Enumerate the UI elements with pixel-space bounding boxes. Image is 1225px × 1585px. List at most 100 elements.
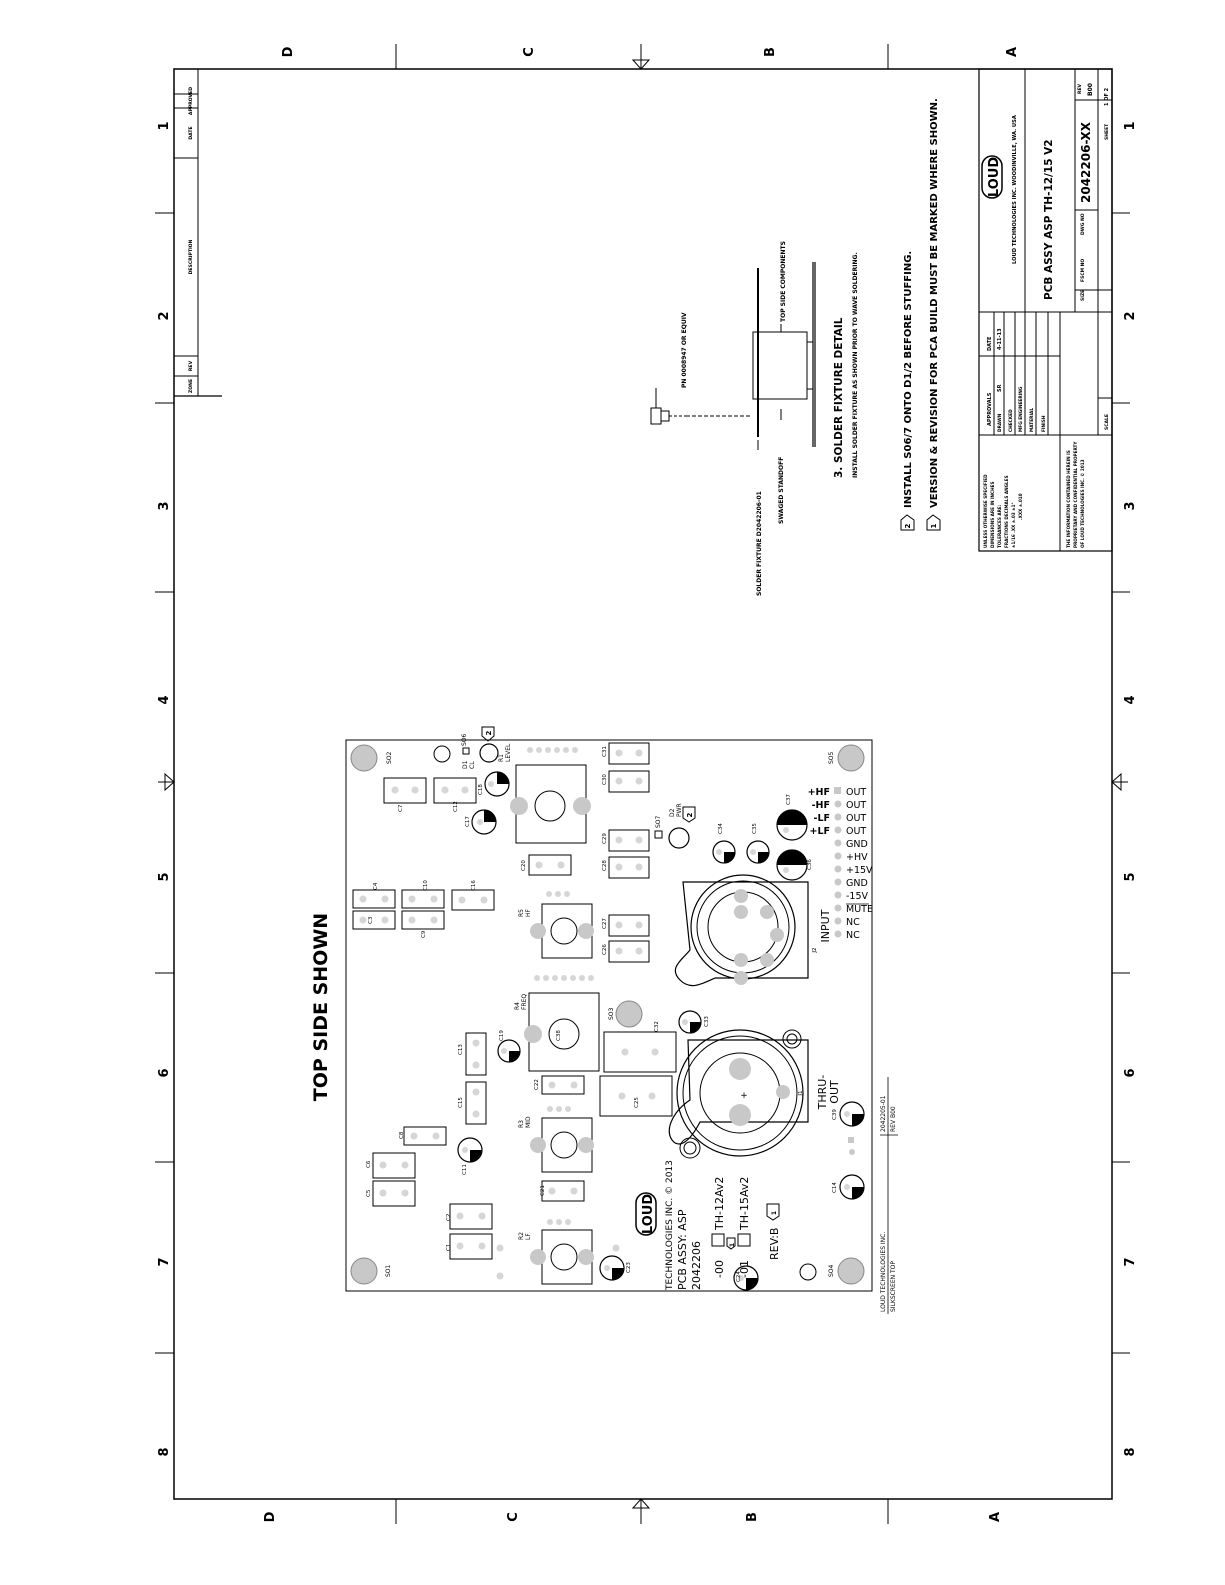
board-logo: LOUD	[635, 1192, 657, 1236]
r1-header-pins	[527, 747, 578, 753]
rev-zone-header: ZONE	[188, 379, 194, 393]
cap-label-c26: C26	[602, 944, 608, 955]
cap-label-c37: C37	[786, 794, 792, 805]
cap-label-c14: C14	[832, 1182, 838, 1193]
note1-marker-rev: 1	[771, 1211, 778, 1215]
pot-r5	[530, 891, 594, 959]
rev-desc-header: DESCRIPTION	[188, 239, 194, 274]
pin-nc-1: NC	[846, 917, 860, 928]
silk-rev: REV B00	[890, 1106, 897, 1132]
silk-top: SILKSCREEN TOP	[890, 1261, 897, 1312]
model-th15: TH-15Av2	[738, 1177, 751, 1231]
fscm-label: FSCM NO	[1080, 259, 1086, 282]
note2-marker-d1: 2	[485, 730, 493, 735]
cap-label-c36: C36	[807, 859, 813, 870]
cap-label-c32: C32	[654, 1021, 660, 1032]
cap-label-c3: C3	[368, 916, 374, 924]
cap-label-c23: C23	[626, 1262, 632, 1273]
fixture-swaged-label: SWAGED STANDOFF	[778, 457, 785, 524]
r4-label: R4	[514, 1002, 521, 1010]
so2-label: SO2	[386, 751, 393, 764]
board-company: TECHNOLOGIES INC. © 2013	[665, 1160, 675, 1291]
note-2-marker: 2	[904, 523, 912, 528]
zone-num-right-5: 5	[1123, 872, 1138, 881]
note-2: 2 INSTALL S06/7 ONTO D1/2 BEFORE STUFFIN…	[900, 251, 915, 531]
connector-j1-thru	[668, 1029, 809, 1159]
zone-num-right-8: 8	[1123, 1447, 1138, 1456]
pin-gnd-1: GND	[846, 839, 868, 850]
connector-j2-input	[674, 874, 809, 987]
cap-label-c10: C10	[423, 880, 429, 891]
pin-hv: +HV	[846, 852, 868, 863]
loud-logo: LOUD	[981, 155, 1003, 199]
zone-letter-bottom-b: B	[745, 1512, 760, 1522]
rev-value: B00	[1087, 83, 1094, 96]
model-th12: TH-12Av2	[713, 1177, 726, 1231]
zone-num-right-4: 4	[1123, 695, 1138, 704]
logo-text: LOUD	[987, 157, 1002, 197]
j2-label: J2	[812, 947, 818, 953]
cap-label-c24: C24	[736, 1271, 742, 1282]
zone-letter-top-c: C	[522, 47, 537, 57]
zone-letter-bottom-a: A	[988, 1512, 1003, 1522]
zone-letter-top-b: B	[763, 47, 778, 57]
cap-label-c9: C9	[421, 930, 427, 938]
j1-thru-label: THRU-	[816, 1075, 829, 1111]
pin-nc-2: NC	[846, 930, 860, 941]
board-part-number: 2042206	[690, 1241, 703, 1290]
j1-plus-mark: +	[740, 1091, 748, 1101]
d2-sub-label: PWR	[676, 803, 683, 817]
size-label: SIZE	[1080, 290, 1086, 301]
version-check-boxes	[711, 1203, 780, 1250]
pin-mute: MUTE	[846, 904, 873, 915]
cap-label-c2: C2	[446, 1214, 452, 1221]
silk-part-number: 2042205-01	[880, 1095, 887, 1132]
pin-label-hf-plus: +HF	[808, 787, 830, 798]
pin-label-hf-minus: -HF	[812, 800, 830, 811]
r3-name: MID	[525, 1116, 532, 1128]
cap-label-c1: C1	[446, 1244, 452, 1251]
led-d1-area	[462, 726, 499, 763]
r5-name: HF	[525, 908, 532, 917]
d1-label: D1	[462, 760, 469, 769]
cap-label-c21: C21	[540, 1185, 546, 1196]
title-block	[978, 68, 1113, 552]
r1-label: R1	[498, 754, 505, 762]
proprietary-line-1: THE INFORMATION CONTAINED HEREIN IS	[1066, 450, 1071, 548]
so5-label: SO5	[828, 751, 835, 764]
dwgno-label: DWG NO	[1080, 213, 1086, 235]
cap-label-c7: C7	[398, 804, 404, 812]
checked-label: CHECKED	[1008, 409, 1014, 432]
so4-label: SO4	[828, 1264, 835, 1277]
zone-letter-bottom-d: D	[263, 1511, 278, 1522]
r1-name: LEVEL	[505, 743, 512, 762]
so6-label: SO6	[461, 733, 468, 746]
pin-15v-minus: -15V	[846, 891, 869, 902]
zone-num-right-2: 2	[1123, 311, 1138, 320]
zone-num-left-6: 6	[157, 1068, 172, 1077]
pin-out-4: OUT	[846, 826, 866, 837]
pot-r4	[524, 975, 600, 1072]
rev-date-header: DATE	[188, 126, 194, 139]
header-pin-column	[834, 787, 855, 1155]
rev-label: REV	[1077, 83, 1083, 94]
cap-label-c38: C38	[556, 1030, 562, 1041]
r4-name: FREQ	[521, 994, 528, 1010]
cap-label-c25: C25	[634, 1097, 640, 1108]
note-1-marker: 1	[930, 523, 938, 528]
d1-sub-label: CL	[469, 761, 476, 769]
proprietary-line-2: PROPRIETARY AND CONFIDENTIAL PROPERTY	[1073, 441, 1078, 548]
drawing-frame	[173, 68, 1113, 1500]
tolerance-line-6: .XXX ±.010	[1018, 493, 1023, 520]
board-logo-text: LOUD	[641, 1194, 656, 1234]
zone-num-left-2: 2	[157, 311, 172, 320]
approvals-header: APPROVALS	[987, 392, 993, 426]
cap-label-c15: C15	[458, 1097, 464, 1108]
pot-r1	[510, 764, 591, 844]
tolerance-line-5: ±1/16 .XX ±.03 ±1°	[1011, 502, 1016, 548]
cap-label-c16: C16	[471, 880, 477, 891]
board-assy: PCB ASSY: ASP	[676, 1209, 689, 1290]
zone-letter-top-d: D	[281, 46, 296, 57]
so7-label: SO7	[655, 815, 662, 828]
pot-r3	[530, 1106, 594, 1173]
